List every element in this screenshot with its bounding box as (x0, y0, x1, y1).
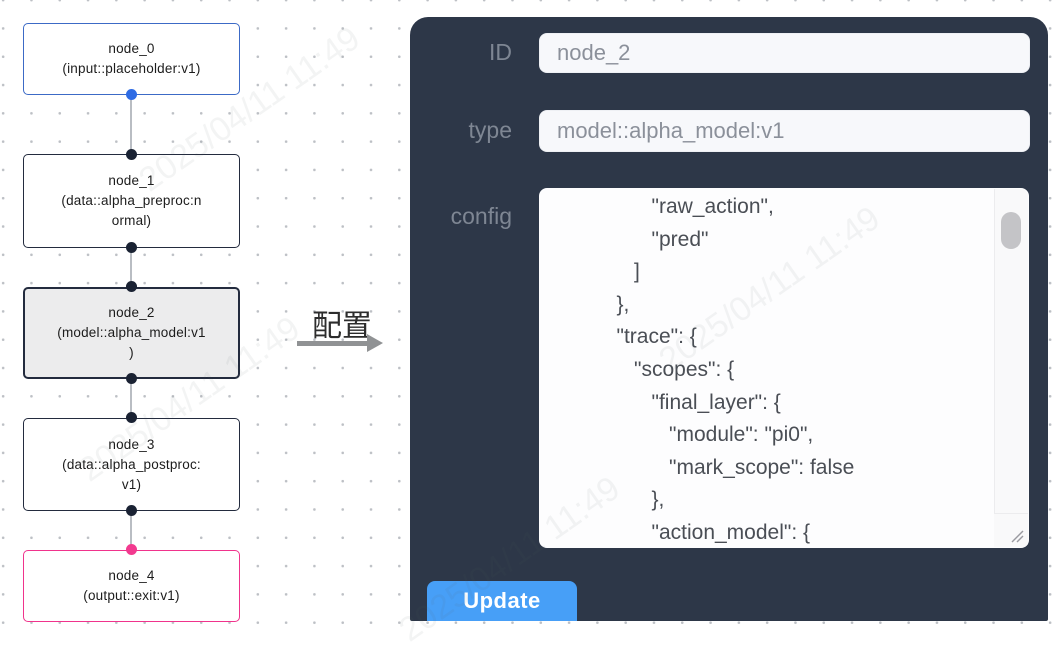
node-node_0[interactable]: node_0 (input::placeholder:v1) (23, 23, 240, 95)
port-node_2-out[interactable] (126, 373, 137, 384)
resize-grip-icon (1011, 530, 1024, 543)
config-scrollbar-thumb[interactable] (1001, 212, 1021, 249)
type-field-label: type (468, 117, 512, 143)
textarea-resize-handle[interactable] (994, 513, 1028, 547)
edge-node1-node2 (130, 248, 132, 287)
config-field-label: config (450, 203, 512, 229)
port-node_2-in[interactable] (126, 281, 137, 292)
node-node_2-selected[interactable]: node_2 (model::alpha_model:v1 ) (23, 287, 240, 379)
configure-arrow (297, 341, 367, 346)
node-node_4[interactable]: node_4 (output::exit:v1) (23, 550, 240, 622)
port-node_3-out[interactable] (126, 505, 137, 516)
node-node_3-label: node_3 (data::alpha_postproc: v1) (62, 436, 201, 492)
port-node_4-in[interactable] (126, 544, 137, 555)
node-node_4-label: node_4 (output::exit:v1) (83, 568, 180, 603)
port-node_1-out[interactable] (126, 242, 137, 253)
configure-arrow-head-icon (367, 334, 383, 352)
edge-node3-node4 (130, 511, 132, 550)
port-node_0-out[interactable] (126, 89, 137, 100)
node-node_2-label: node_2 (model::alpha_model:v1 ) (57, 305, 206, 360)
edge-node2-node3 (130, 379, 132, 418)
config-json-text: "raw_action", "pred" ] }, "trace": { "sc… (616, 195, 855, 544)
config-textarea[interactable]: "raw_action", "pred" ] }, "trace": { "sc… (539, 188, 1029, 548)
id-input[interactable] (539, 33, 1030, 73)
id-field-label: ID (489, 39, 512, 65)
node-node_3[interactable]: node_3 (data::alpha_postproc: v1) (23, 418, 240, 511)
edge-node0-node1 (130, 95, 132, 154)
type-input[interactable] (539, 110, 1030, 152)
node-node_0-label: node_0 (input::placeholder:v1) (62, 41, 201, 76)
node-node_1-label: node_1 (data::alpha_preproc:n ormal) (61, 173, 202, 228)
node-config-panel: ID type config "raw_action", "pred" ] },… (410, 17, 1048, 621)
port-node_3-in[interactable] (126, 412, 137, 423)
update-button[interactable]: Update (427, 581, 577, 621)
node-node_1[interactable]: node_1 (data::alpha_preproc:n ormal) (23, 154, 240, 248)
config-scrollbar-track[interactable] (994, 189, 1028, 547)
configure-label: 配置 (312, 310, 372, 343)
port-node_1-in[interactable] (126, 149, 137, 160)
